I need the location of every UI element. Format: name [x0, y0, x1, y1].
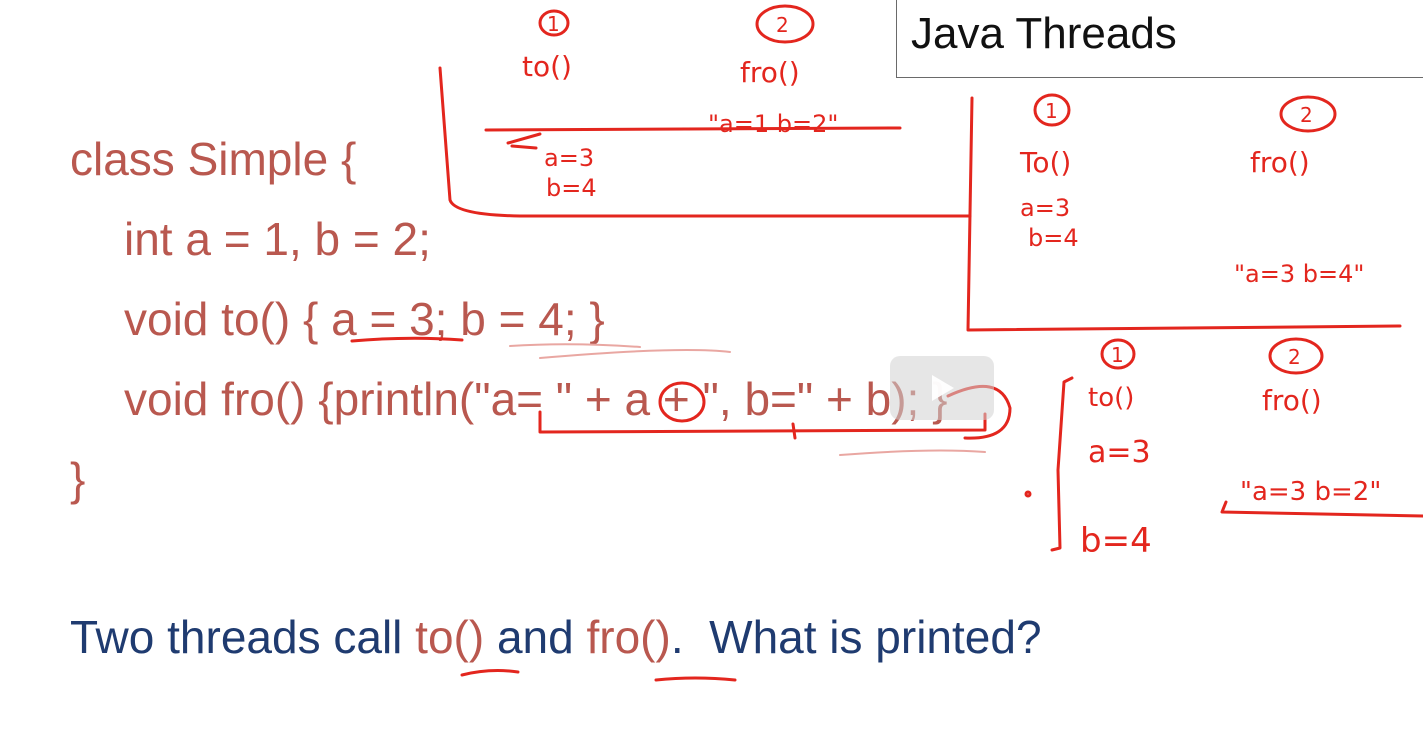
- s1-arrow: [506, 132, 542, 150]
- s2-a: a=3: [1020, 194, 1070, 222]
- play-icon: [932, 375, 954, 401]
- s2-thread2-call: fro(): [1250, 146, 1310, 179]
- s1-timeline: [484, 126, 902, 132]
- question-to: to(): [415, 611, 485, 663]
- code-line-to-method: void to() { a = 3; b = 4; }: [124, 293, 605, 345]
- question-text: Two threads call to() and fro(). What is…: [70, 614, 1042, 660]
- faint-stroke-1: [539, 349, 731, 359]
- code-line-fields: int a = 1, b = 2;: [124, 213, 431, 265]
- s3-thread1-num: 1: [1111, 343, 1124, 367]
- s3-thread2-circle: [1268, 337, 1324, 375]
- question-part1: Two threads call: [70, 611, 416, 663]
- slide-title: Java Threads: [911, 9, 1177, 58]
- s1-a: a=3: [544, 144, 594, 172]
- s2-thread2-num: 2: [1300, 103, 1313, 127]
- s3-thread1-call: to(): [1088, 383, 1134, 413]
- scenario-3: 1 2 to() fro() a=3 b=4 "a=3 b=2": [1024, 337, 1423, 561]
- s3-underline: [1220, 500, 1423, 518]
- video-play-button[interactable]: [890, 356, 994, 420]
- s3-b: b=4: [1080, 521, 1152, 561]
- code-line-fro-method: void fro() {println("a= " + a + ", b=" +…: [124, 373, 948, 425]
- s1-thread1-num: 1: [547, 12, 560, 36]
- s2-thread1-circle: [1033, 93, 1071, 127]
- s1-printed: "a=1 b=2": [708, 110, 838, 138]
- s3-dot: [1024, 490, 1032, 498]
- question-part2: and: [484, 611, 587, 663]
- tick-mark: [791, 422, 797, 440]
- s3-printed: "a=3 b=2": [1240, 477, 1381, 507]
- s3-thread2-num: 2: [1288, 345, 1301, 369]
- question-fro: fro(): [586, 611, 671, 663]
- s3-thread1-circle: [1100, 338, 1136, 370]
- s1-thread2-circle: [755, 4, 815, 44]
- s2-frame: [966, 96, 1402, 332]
- s1-frame: [438, 66, 972, 218]
- faint-stroke-2: [839, 449, 986, 456]
- question-part3: . What is printed?: [670, 611, 1042, 663]
- s2-b: b=4: [1028, 224, 1079, 252]
- scenario-2: 1 2 To() fro() a=3 b=4 "a=3 b=4": [966, 93, 1402, 332]
- s2-thread1-call: To(): [1019, 146, 1071, 179]
- underline-to: [460, 669, 520, 677]
- s1-thread1-call: to(): [522, 50, 572, 83]
- slide-title-box: Java Threads: [896, 0, 1423, 78]
- code-line-close: }: [70, 453, 86, 505]
- scenario-1: 1 to() 2 fro() "a=1 b=2" a=3 b=4: [438, 4, 972, 218]
- s2-thread2-circle: [1279, 95, 1337, 133]
- s1-thread2-num: 2: [776, 13, 789, 37]
- underline-fro: [654, 676, 737, 682]
- s2-printed: "a=3 b=4": [1234, 260, 1364, 288]
- s3-frame: [1050, 376, 1074, 552]
- s1-thread1-circle: [538, 9, 570, 37]
- s3-a: a=3: [1088, 435, 1151, 470]
- s1-b: b=4: [546, 174, 597, 202]
- s3-thread2-call: fro(): [1262, 384, 1322, 417]
- s1-thread2-call: fro(): [740, 56, 800, 89]
- code-line-class: class Simple {: [70, 133, 357, 185]
- s2-thread1-num: 1: [1045, 99, 1058, 123]
